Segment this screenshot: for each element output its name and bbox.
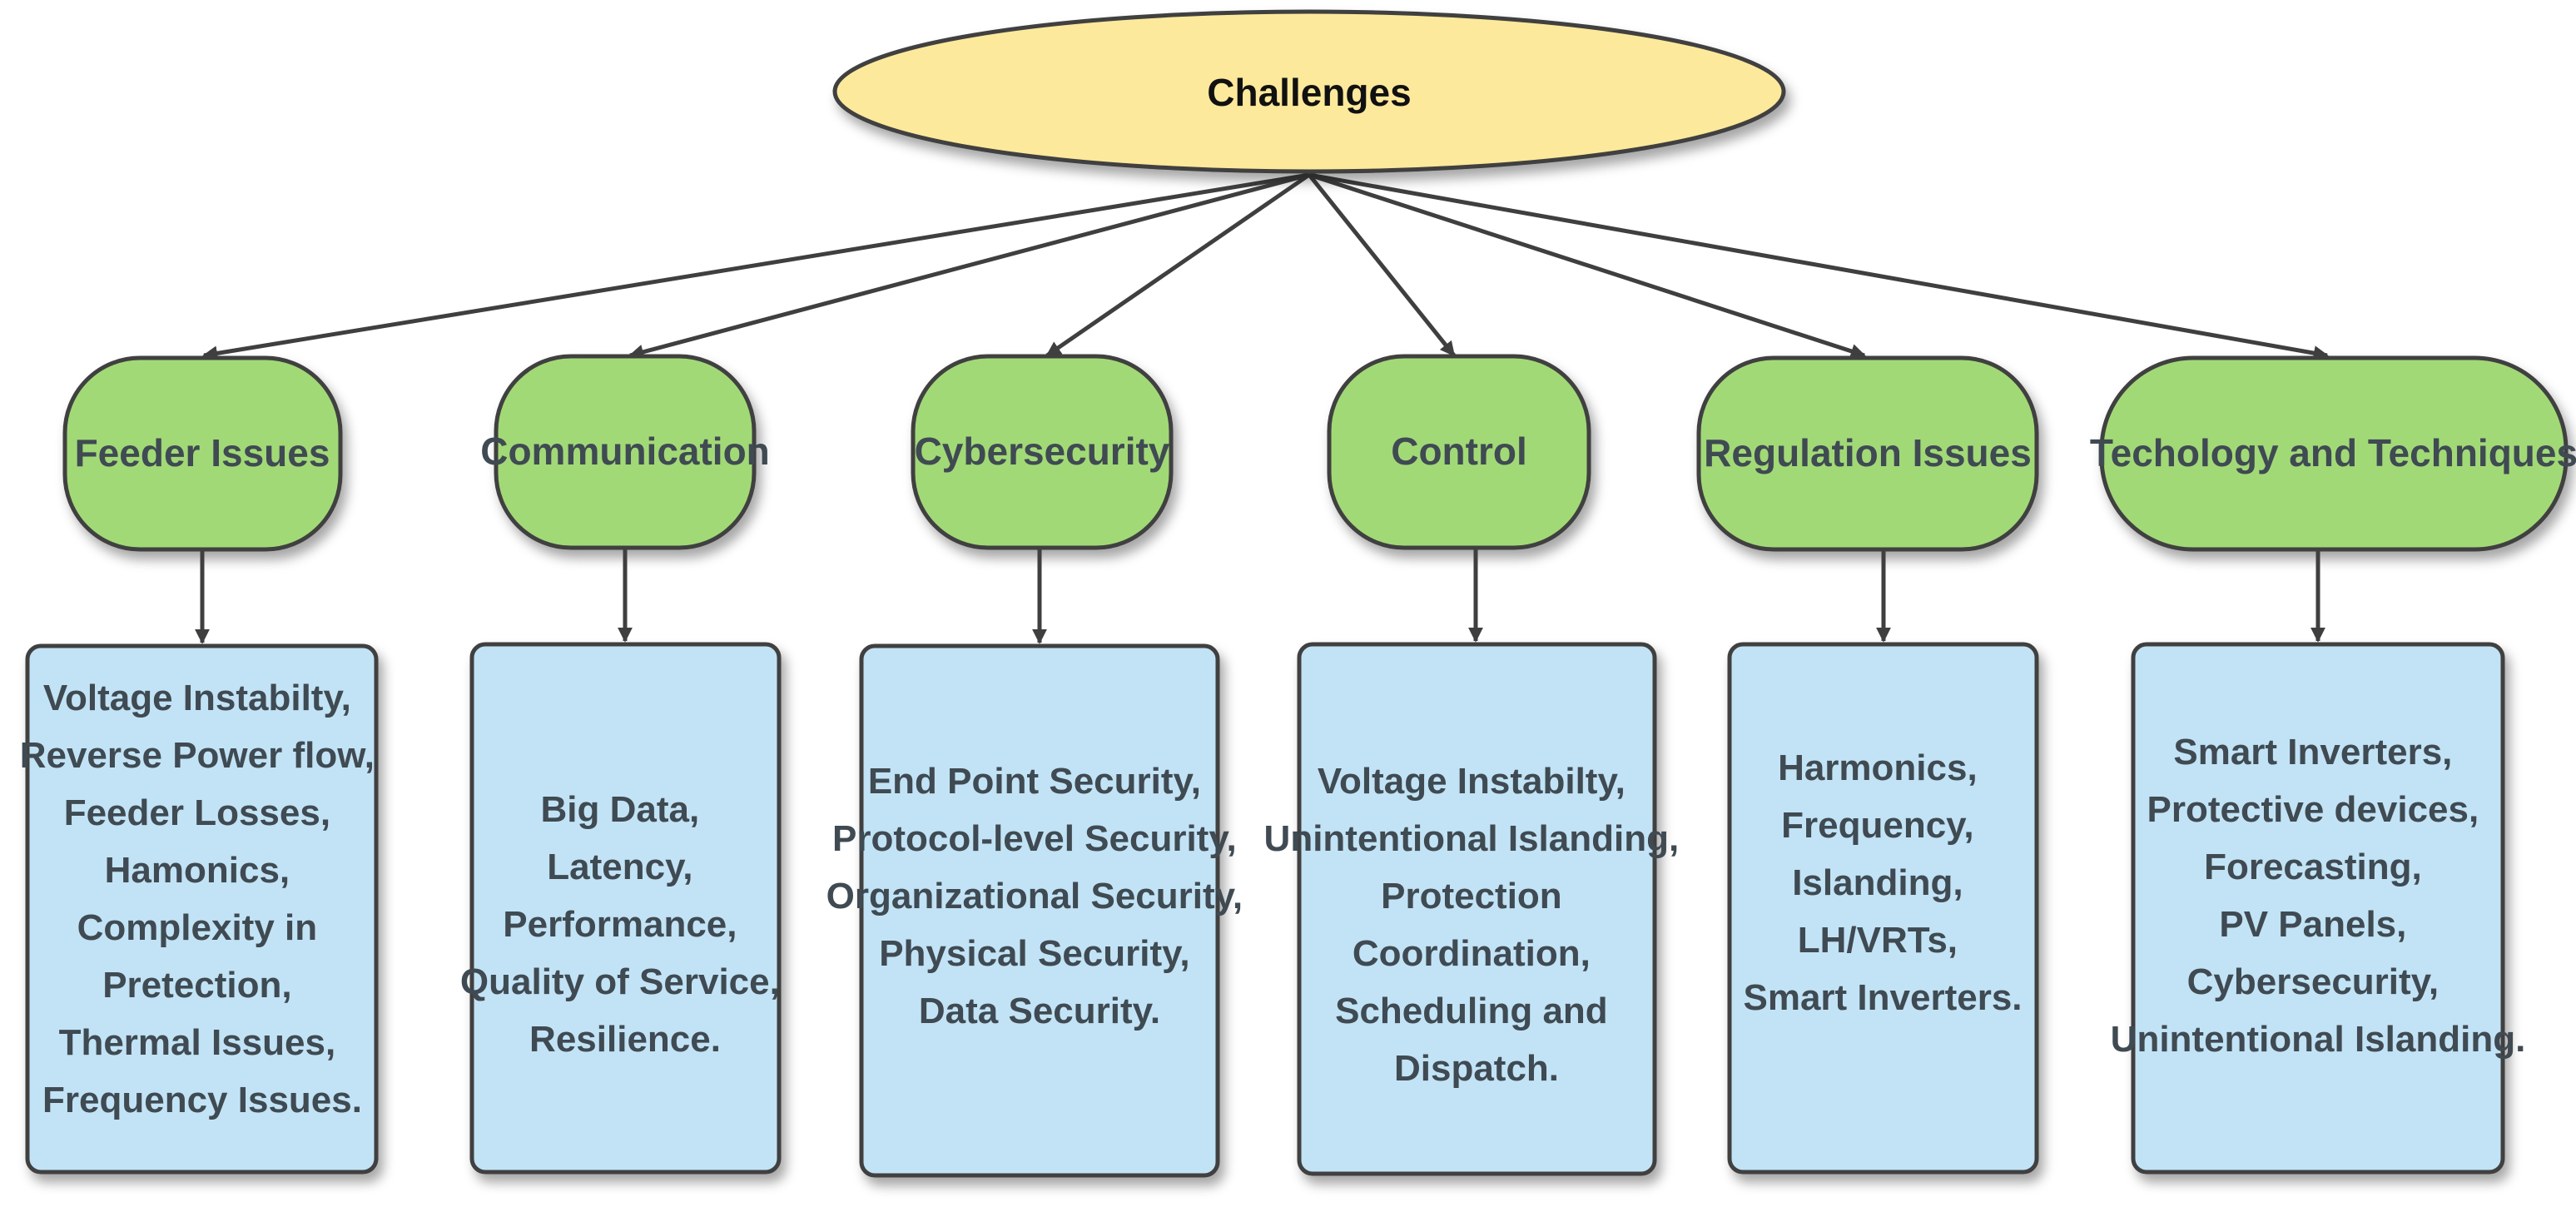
category-label: Feeder Issues [75,431,330,474]
detail-feeder-issues: Voltage Instabilty, Reverse Power flow, … [20,643,385,1175]
category-node [62,355,343,552]
detail-line: LH/VRTs, [1798,920,1958,961]
root-ellipse [832,9,1786,174]
detail-box [2131,642,2505,1175]
svg-text:Harmonics, Frequency,: Harmonics, Frequency, Islanding, LH/VRTs… [1743,748,2022,1018]
detail-line: Hamonics, [105,850,290,891]
connector-feeder-issues [202,172,1310,361]
detail-line: Unintentional Islanding, [1264,818,1680,859]
detail-line: Quality of Service, [460,961,780,1002]
svg-text:Voltage Instabilty, Unin: Voltage Instabilty, Unintentional Island… [1264,761,1690,1089]
detail-line: Dispatch. [1394,1048,1559,1089]
category-node [2099,355,2569,552]
svg-text:Big Data, Latency,: Big Data, Latency, Performance, Quality … [460,789,790,1060]
category-label: Communication [480,430,770,473]
detail-line: Latency, [547,847,692,887]
detail-line: Unintentional Islanding. [2111,1019,2526,1060]
category-cybersecurity: Cybersecurity [911,354,1174,550]
svg-text:End Point Security, Prot: End Point Security, Protocol-level Secur… [826,761,1253,1031]
detail-line: Cybersecurity, [2187,961,2439,1002]
category-regulation-issues: Regulation Issues [1696,355,2039,552]
category-node [494,354,757,550]
category-node [911,354,1174,550]
detail-line: Protective devices, [2147,789,2479,830]
detail-line: Frequency, [1781,805,1973,846]
detail-line: Harmonics, [1778,748,1978,788]
root-label: Challenges [1207,71,1411,114]
category-node [1696,355,2039,552]
category-label: Control [1391,430,1527,473]
detail-line: Reverse Power flow, [20,735,375,776]
detail-communication: Big Data, Latency, Performance, Quality … [460,642,790,1175]
connector-technology-techniques [1308,172,2329,361]
category-node [1327,354,1591,550]
connector-communication [628,172,1310,360]
detail-box [1727,642,2039,1175]
detail-line: Complexity in [77,907,318,948]
detail-line: Voltage Instabilty, [43,678,351,718]
detail-line: Frequency Issues. [42,1080,362,1120]
detail-line: Scheduling and [1335,991,1608,1031]
category-label: Techology and Techniques [2090,431,2576,474]
detail-line: Resilience. [529,1019,721,1060]
svg-text:Smart Inverters, Protect: Smart Inverters, Protective devices, For… [2111,732,2526,1060]
detail-line: Coordination, [1353,933,1591,974]
detail-box [859,643,1220,1178]
detail-line: End Point Security, [868,761,1201,802]
category-control: Control [1327,354,1591,550]
detail-line: Forecasting, [2204,847,2422,887]
detail-line: Smart Inverters, [2173,732,2452,772]
detail-line: Protection [1381,876,1562,916]
connector-regulation-issues [1308,172,1866,359]
detail-cybersecurity: End Point Security, Protocol-level Secur… [826,643,1253,1178]
detail-control: Voltage Instabilty, Unintentional Island… [1264,642,1690,1176]
detail-box [1297,642,1657,1176]
svg-text:Voltage Instabilty, Reve: Voltage Instabilty, Reverse Power flow, … [20,678,385,1120]
category-feeder-issues: Feeder Issues [62,355,343,552]
detail-line: Voltage Instabilty, [1318,761,1626,802]
detail-box [25,643,379,1175]
detail-box [469,642,782,1175]
connector-cybersecurity [1045,172,1311,358]
detail-line: Organizational Security, [826,876,1243,916]
detail-line: Performance, [503,904,737,945]
detail-line: Feeder Losses, [64,792,330,833]
category-communication: Communication [480,354,770,550]
category-technology-techniques: Techology and Techniques [2090,355,2576,552]
detail-line: Big Data, [541,789,700,830]
detail-line: PV Panels, [2219,904,2406,945]
detail-line: Thermal Issues, [59,1022,336,1063]
category-label: Regulation Issues [1704,431,2032,474]
detail-technology-techniques: Smart Inverters, Protective devices, For… [2111,642,2526,1175]
detail-line: Physical Security, [879,933,1189,974]
detail-line: Data Security. [919,991,1160,1031]
detail-line: Protocol-level Security, [832,818,1237,859]
detail-line: Islanding, [1792,862,1963,903]
detail-line: Smart Inverters. [1743,977,2022,1018]
detail-regulation-issues: Harmonics, Frequency, Islanding, LH/VRTs… [1727,642,2039,1175]
connector-control [1308,173,1456,357]
root-node: Challenges [832,9,1786,174]
detail-line: Pretection, [102,965,291,1006]
category-label: Cybersecurity [915,430,1170,473]
root-connectors [202,172,2329,361]
